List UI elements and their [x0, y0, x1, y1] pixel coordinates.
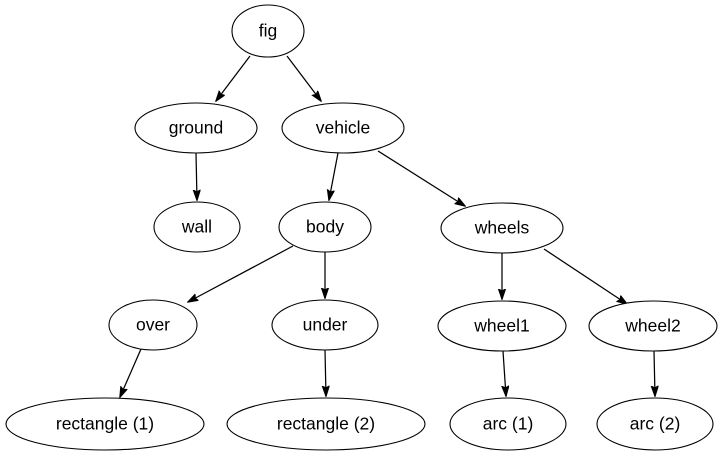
graph-edge	[188, 245, 294, 302]
graph-edge	[543, 248, 627, 304]
graph-edge	[325, 349, 326, 396]
edge-line-vehicle-to-body	[329, 152, 339, 200]
edge-line-vehicle-to-wheels	[377, 150, 465, 206]
graph-edge	[216, 55, 251, 101]
nodes-layer: fig ground vehicle wall body wheels over under w…	[5, 4, 718, 451]
graph-node-wheel2[interactable]: wheel2	[588, 300, 718, 352]
edges-layer	[120, 55, 655, 397]
node-ellipse-under[interactable]	[271, 299, 379, 351]
graph-node-arc2[interactable]: arc (2)	[596, 397, 714, 451]
graph-node-rectangle2[interactable]: rectangle (2)	[226, 397, 426, 451]
edge-line-body-to-over	[188, 245, 294, 302]
node-label-wheels: wheels	[474, 218, 530, 238]
node-ellipse-arc1[interactable]	[449, 397, 567, 451]
node-ellipse-wheel1[interactable]	[437, 300, 567, 352]
node-ellipse-wall[interactable]	[153, 201, 241, 253]
graph-node-wall[interactable]: wall	[153, 201, 241, 253]
graph-edge	[377, 150, 465, 206]
edge-line-under-to-rectangle2	[325, 349, 326, 396]
node-label-rectangle1: rectangle (1)	[56, 414, 154, 434]
node-label-arc1: arc (1)	[483, 414, 534, 434]
node-label-rectangle2: rectangle (2)	[277, 414, 375, 434]
node-ellipse-over[interactable]	[108, 299, 198, 351]
graph-edge	[503, 350, 506, 396]
edge-line-over-to-rectangle1	[120, 348, 142, 397]
node-ellipse-rectangle1[interactable]	[5, 397, 205, 451]
node-ellipse-wheel2[interactable]	[588, 300, 718, 352]
node-label-body: body	[306, 217, 344, 237]
graph-edge	[120, 348, 142, 397]
edge-line-wheel2-to-arc2	[654, 350, 655, 396]
graph-node-vehicle[interactable]: vehicle	[281, 102, 405, 154]
node-ellipse-wheels[interactable]	[440, 202, 564, 254]
graph-node-rectangle1[interactable]: rectangle (1)	[5, 397, 205, 451]
edge-line-fig-to-vehicle	[286, 55, 321, 101]
node-label-under: under	[303, 315, 348, 335]
graph-node-fig[interactable]: fig	[231, 4, 305, 58]
graph-node-under[interactable]: under	[271, 299, 379, 351]
node-ellipse-body[interactable]	[278, 201, 372, 253]
node-label-wheel1: wheel1	[473, 316, 529, 336]
graph-node-arc1[interactable]: arc (1)	[449, 397, 567, 451]
graph-node-body[interactable]: body	[278, 201, 372, 253]
graph-node-wheels[interactable]: wheels	[440, 202, 564, 254]
node-ellipse-arc2[interactable]	[596, 397, 714, 451]
node-ellipse-ground[interactable]	[134, 102, 258, 154]
node-label-wall: wall	[181, 217, 212, 237]
node-label-arc2: arc (2)	[630, 414, 681, 434]
graph-node-wheel1[interactable]: wheel1	[437, 300, 567, 352]
edge-line-wheel1-to-arc1	[503, 350, 506, 396]
node-ellipse-rectangle2[interactable]	[226, 397, 426, 451]
edge-line-ground-to-wall	[196, 152, 197, 200]
node-label-fig: fig	[259, 21, 277, 41]
node-ellipse-vehicle[interactable]	[281, 102, 405, 154]
graph-node-over[interactable]: over	[108, 299, 198, 351]
graph-node-ground[interactable]: ground	[134, 102, 258, 154]
node-label-wheel2: wheel2	[624, 316, 680, 336]
node-label-ground: ground	[169, 118, 224, 138]
graph-edge	[196, 152, 197, 200]
edge-line-fig-to-ground	[216, 55, 251, 101]
graph-edge	[654, 350, 655, 396]
edge-line-wheels-to-wheel2	[543, 248, 627, 304]
graph-edge	[286, 55, 321, 101]
node-ellipse-fig[interactable]	[231, 4, 305, 58]
node-label-over: over	[136, 315, 170, 335]
graph-edge	[329, 152, 339, 200]
node-label-vehicle: vehicle	[316, 118, 370, 138]
